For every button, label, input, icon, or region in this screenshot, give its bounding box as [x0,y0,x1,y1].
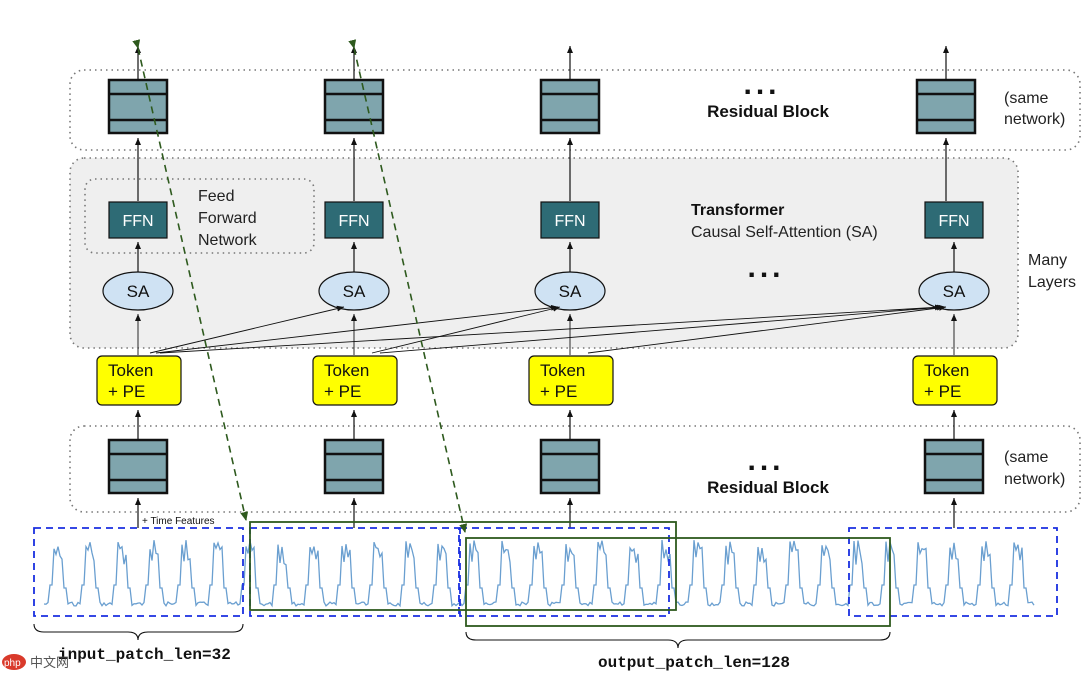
svg-text:php: php [4,658,21,669]
top-residual-note-line1: (same [1004,90,1049,107]
input-patches [33,527,1058,617]
ffn-label: FFN [938,213,969,230]
token-line2: + PE [324,382,361,401]
ffn-box [924,201,984,239]
many-layers-line2: Layers [1028,274,1076,291]
top-residual-container [69,69,1081,151]
ffn-label: FFN [554,213,585,230]
bottom-residual-blocks [107,438,985,495]
bottom-ellipsis: ... [747,444,784,477]
feed-forward-line1: Feed [198,188,234,205]
token-line1: Token [108,361,153,380]
sa-label: SA [127,282,150,301]
residual-block-icon [107,78,169,135]
output-patch-label: output_patch_len=128 [598,654,790,672]
residual-block-icon [323,438,385,495]
input-patch [33,527,244,617]
top-ellipsis: ... [743,68,780,101]
sa-label: SA [559,282,582,301]
token-line2: + PE [108,382,145,401]
input-brace [33,623,244,641]
ffn-box [540,201,600,239]
output-patches [249,521,891,627]
token-line1: Token [324,361,369,380]
top-residual-blocks [107,78,977,135]
prediction-arrows [132,39,468,533]
output-patch [465,537,891,627]
bottom-residual-container [69,425,1081,513]
bottom-residual-title: Residual Block [707,478,829,497]
residual-block-icon [539,78,601,135]
input-patch [249,527,460,617]
token-line2: + PE [924,382,961,401]
time-series-line [43,539,1035,608]
top-residual-title: Residual Block [707,102,829,121]
top-output-arrows [135,46,949,80]
many-layers-line1: Many [1028,252,1067,269]
residual-block-icon [923,438,985,495]
top-residual-note-line2: network) [1004,111,1065,128]
token-line1: Token [924,361,969,380]
ffn-label: FFN [338,213,369,230]
residual-block-icon [915,78,977,135]
ffn-label: FFN [122,213,153,230]
input-patch [848,527,1058,617]
residual-block-icon [539,438,601,495]
transformer-subtitle: Causal Self-Attention (SA) [691,224,878,241]
sa-node [918,271,990,311]
time-features-label: + Time Features [142,516,215,527]
token-line2: + PE [540,382,577,401]
token-box [912,355,998,406]
feed-forward-line2: Forward [198,210,257,227]
token-line1: Token [540,361,585,380]
sa-node [534,271,606,311]
input-patch-label: input_patch_len=32 [58,646,231,664]
token-boxes: Token + PE Token + PE Token + PE Token +… [96,355,998,406]
watermark-logo: php 中文网 [2,654,69,671]
prediction-arrow [348,39,468,533]
output-patch [249,521,677,611]
input-patch [459,527,670,617]
token-box [528,355,614,406]
residual-block-icon [323,78,385,135]
residual-to-token-arrows [135,410,957,440]
residual-block-icon [107,438,169,495]
transformer-container [69,157,1019,349]
sa-label: SA [943,282,966,301]
transformer-ellipsis: ... [747,251,784,284]
bottom-residual-note-line2: network) [1004,471,1065,488]
transformer-title: Transformer [691,202,784,219]
patch-to-residual-arrows [135,498,957,528]
svg-text:中文网: 中文网 [30,656,69,671]
feed-forward-line3: Network [198,232,258,249]
sa-label: SA [343,282,366,301]
prediction-arrow [132,39,249,521]
output-brace [465,631,891,649]
bottom-residual-note-line1: (same [1004,449,1049,466]
